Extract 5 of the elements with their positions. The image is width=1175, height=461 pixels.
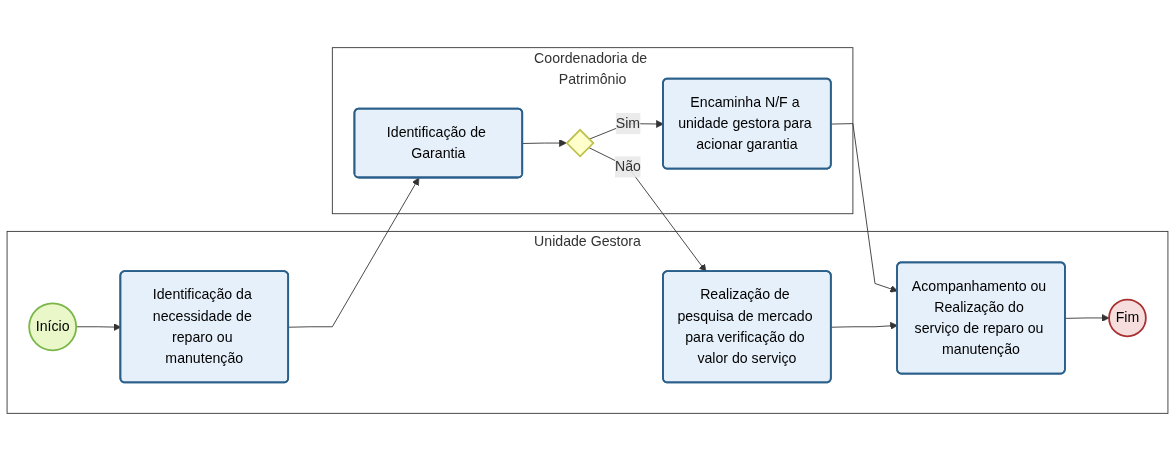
node-circle: Início: [28, 302, 78, 352]
node-diamond: [565, 128, 595, 158]
edge-label: Sim: [615, 115, 641, 131]
node-circle: Fim: [1108, 298, 1147, 338]
edge-label: Não: [614, 158, 641, 174]
